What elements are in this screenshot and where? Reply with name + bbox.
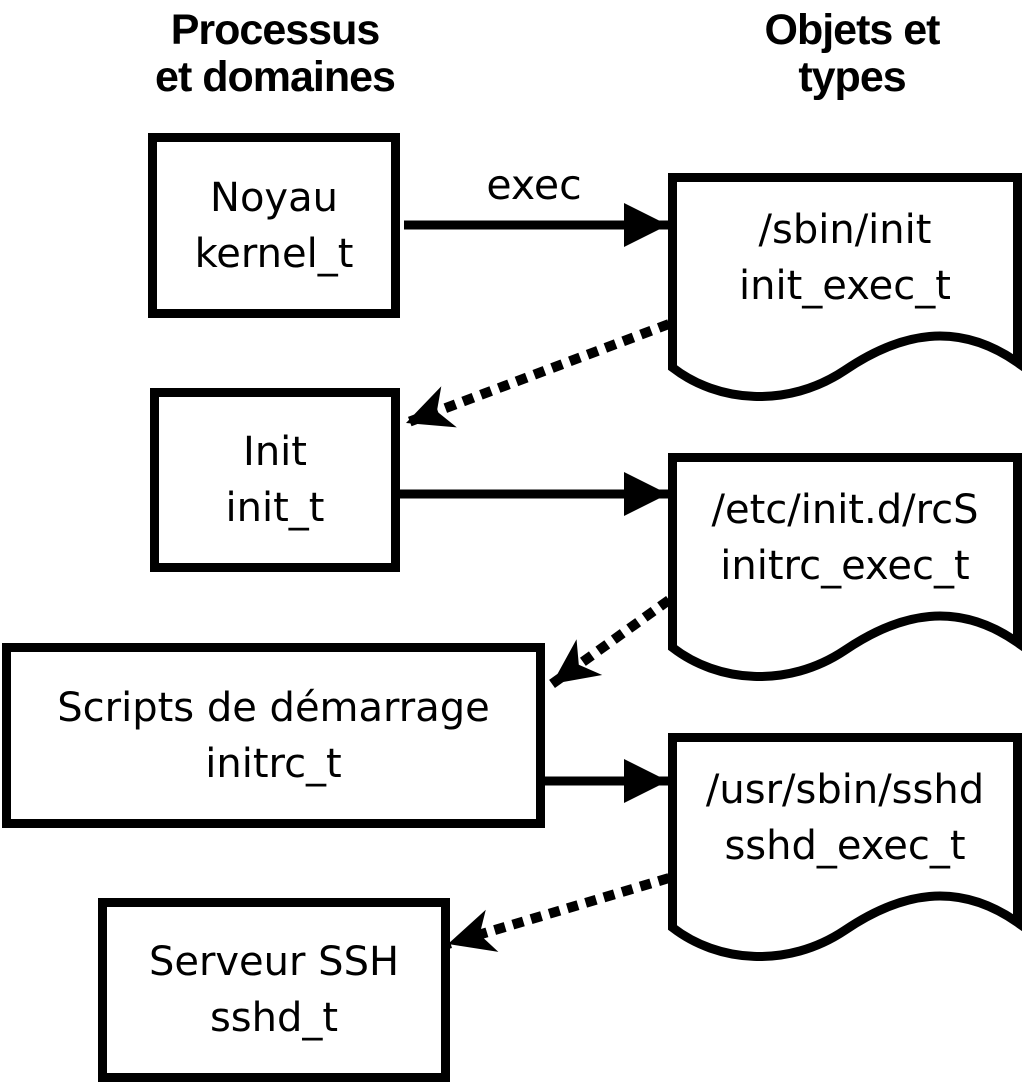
process-box-kernel <box>148 133 400 318</box>
object-path-usr-sbin-sshd: /usr/sbin/sshd <box>705 767 985 813</box>
process-box-init <box>150 388 400 572</box>
object-type-usr-sbin-sshd: sshd_exec_t <box>724 823 966 869</box>
process-type-kernel: kernel_t <box>194 230 354 277</box>
dotted-arrow-rcs-to-initrc <box>549 595 672 689</box>
object-path-etc-initd-rcs: /etc/init.d/rcS <box>711 487 979 533</box>
header-objects-line2: types <box>798 53 906 101</box>
document-label-usr-sbin-sshd: /usr/sbin/sshd sshd_exec_t <box>668 733 1022 903</box>
object-type-sbin-init: init_exec_t <box>739 263 951 309</box>
process-name-kernel: Noyau <box>210 174 338 221</box>
object-type-etc-initd-rcs: initrc_exec_t <box>720 543 970 589</box>
process-name-init: Init <box>243 429 307 475</box>
document-label-etc-initd-rcs: /etc/init.d/rcS initrc_exec_t <box>668 453 1022 623</box>
exec-arrow-label: exec <box>486 161 582 209</box>
header-objects-line1: Objets et <box>764 6 941 54</box>
process-box-label-kernel: Noyau kernel_t <box>148 133 400 318</box>
process-box-sshd <box>98 898 450 1082</box>
header-processes-line1: Processus <box>170 6 381 54</box>
process-box-initrc <box>2 643 545 828</box>
dotted-arrow-sshd-exec-to-sshd <box>446 873 671 952</box>
document-label-sbin-init: /sbin/init init_exec_t <box>668 173 1022 343</box>
process-name-sshd: Serveur SSH <box>148 939 400 985</box>
header-objects-types: Objets et types <box>650 7 1024 101</box>
process-type-init: init_t <box>225 485 325 531</box>
header-processes-domains: Processus et domaines <box>73 7 477 101</box>
process-type-initrc: initrc_t <box>205 740 342 787</box>
process-box-label-init: Init init_t <box>150 388 400 572</box>
header-processes-line2: et domaines <box>155 53 396 101</box>
process-type-sshd: sshd_t <box>209 995 339 1041</box>
object-path-sbin-init: /sbin/init <box>758 207 932 253</box>
process-name-initrc: Scripts de démarrage <box>57 684 490 731</box>
process-box-label-sshd: Serveur SSH sshd_t <box>98 898 450 1082</box>
dotted-arrow-sbin-init-to-init <box>404 319 671 428</box>
process-box-label-initrc: Scripts de démarrage initrc_t <box>2 643 545 828</box>
